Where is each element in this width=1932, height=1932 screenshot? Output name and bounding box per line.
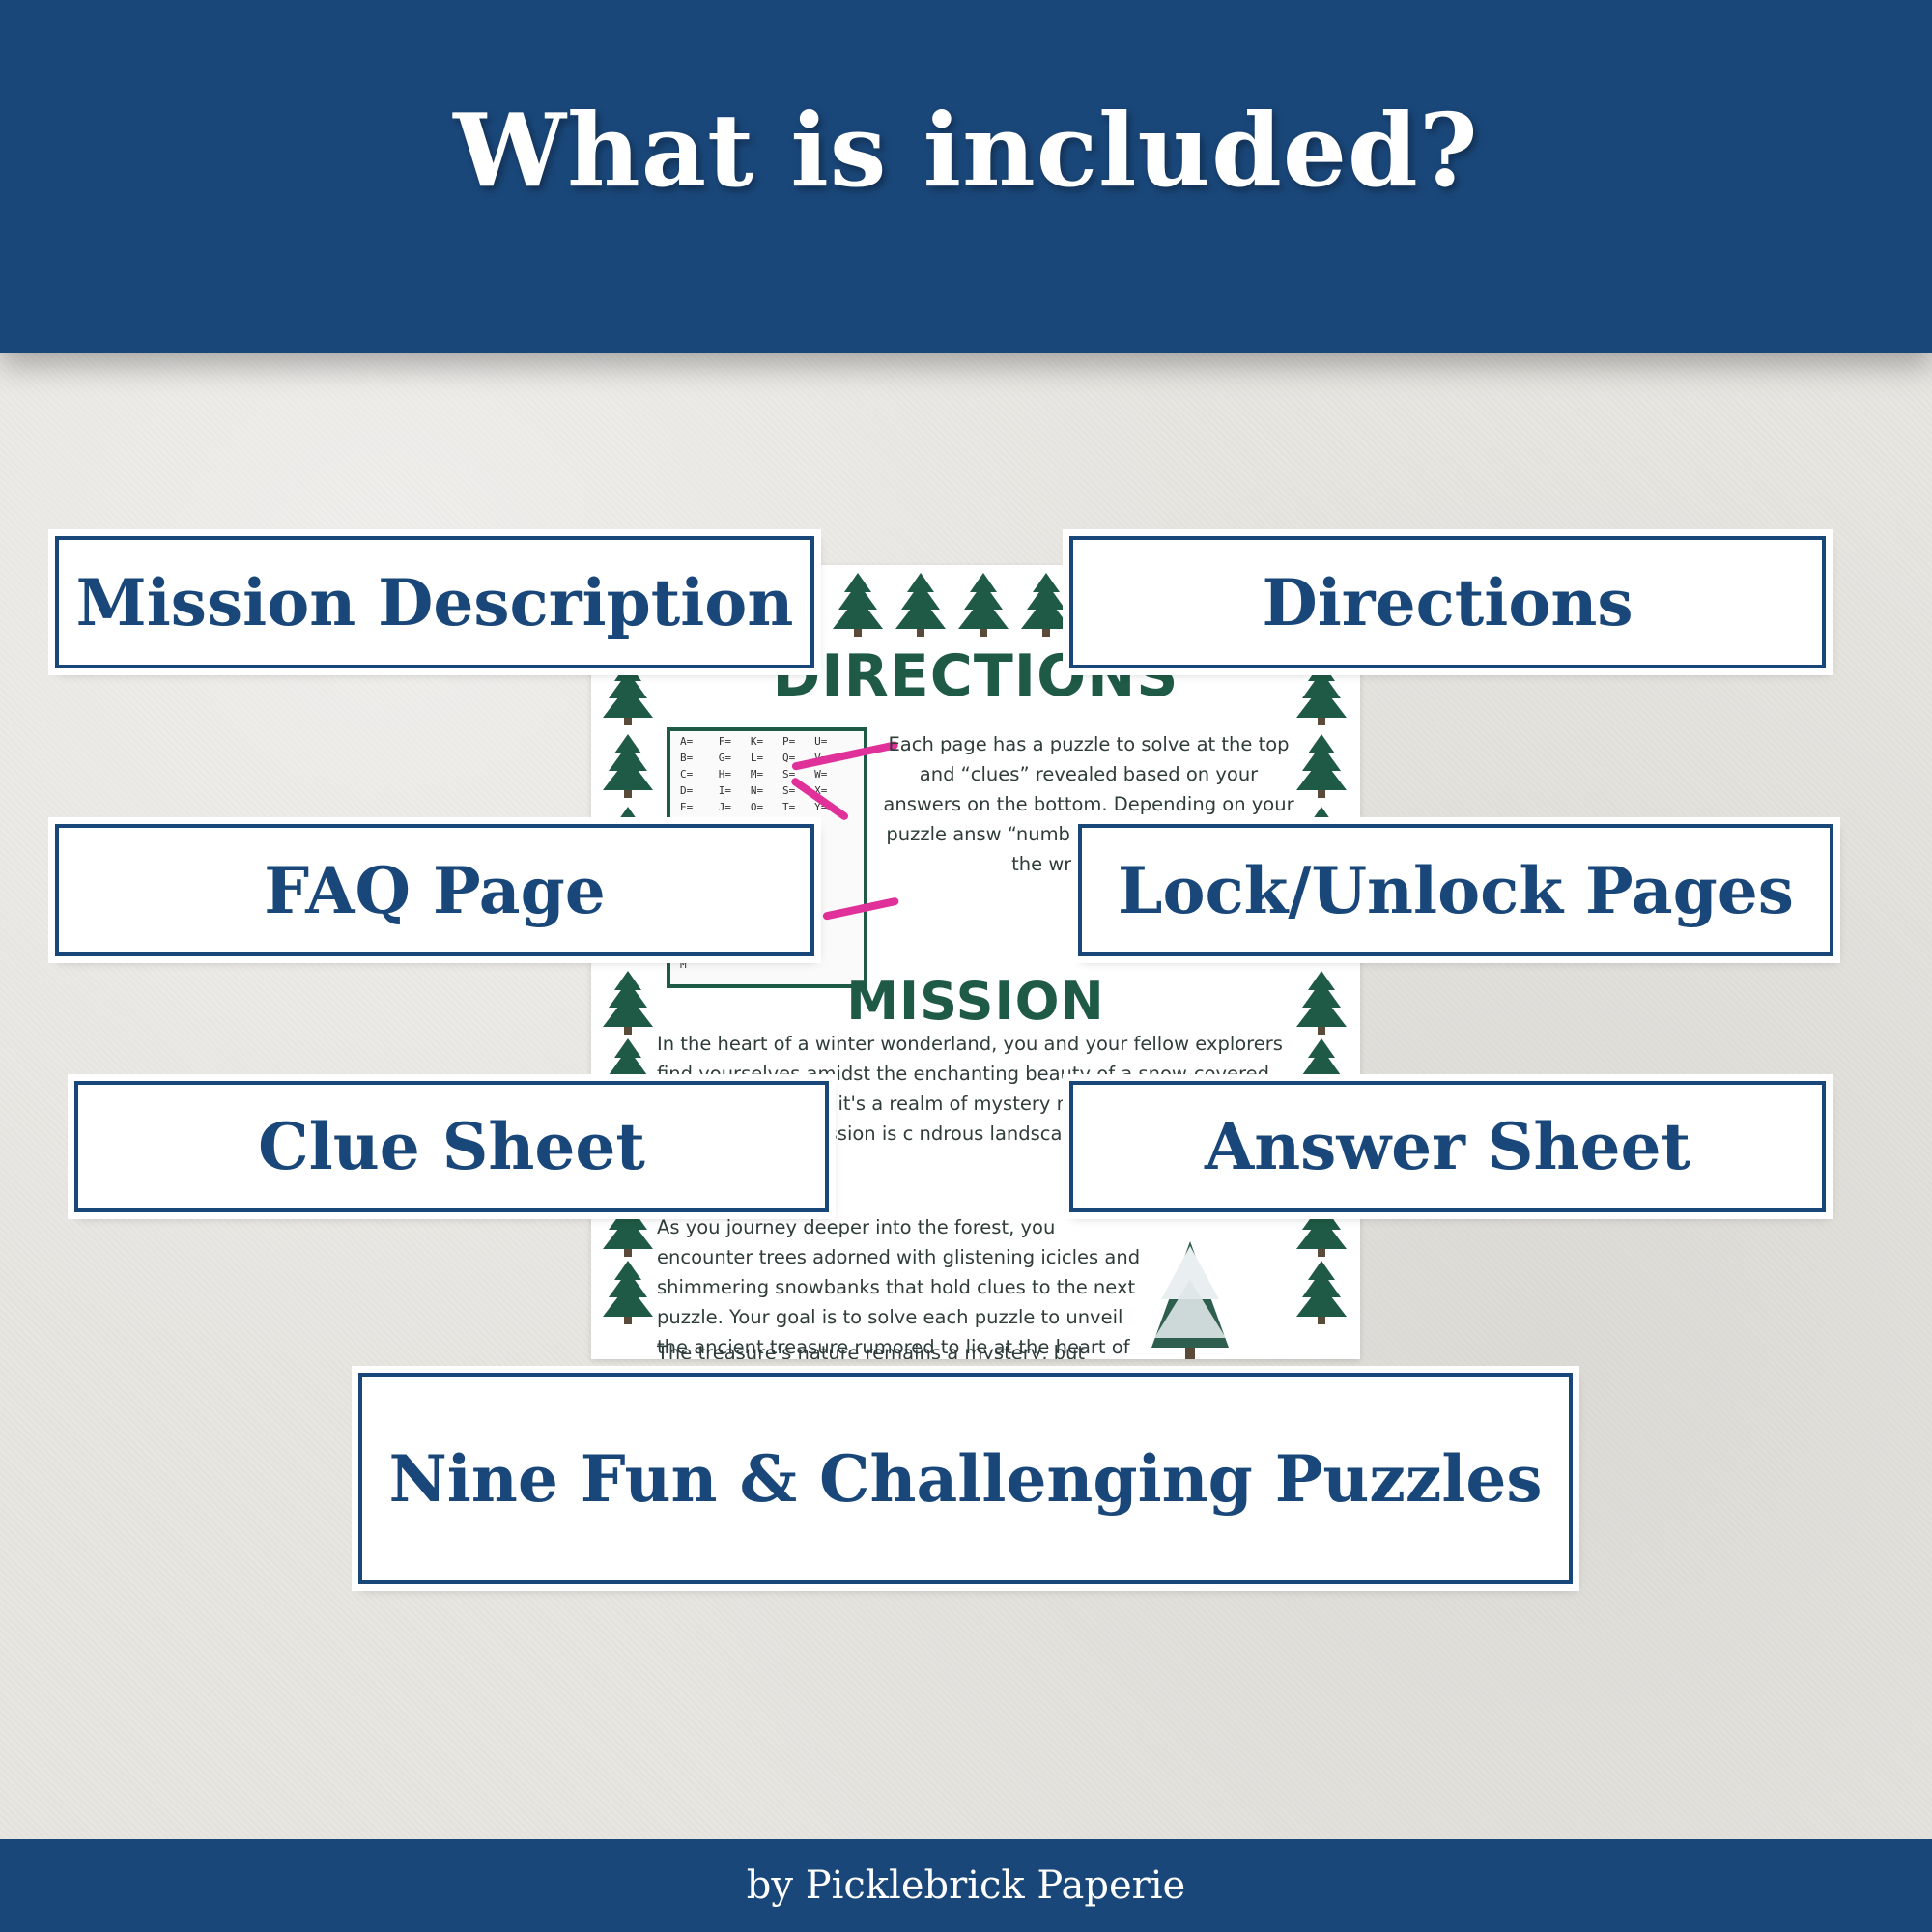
footer-credit: by Picklebrick Paperie — [746, 1863, 1186, 1908]
label-directions: Directions — [1069, 536, 1826, 668]
header-banner: What is included? — [0, 0, 1932, 353]
label-answer-sheet: Answer Sheet — [1069, 1081, 1826, 1212]
footer-banner: by Picklebrick Paperie — [0, 1839, 1932, 1932]
puzzle-row: M — [680, 958, 687, 971]
puzzle-row: C= H= M= S= W= — [680, 768, 828, 781]
page-title: What is included? — [453, 90, 1479, 210]
label-faq-page: FAQ Page — [55, 824, 814, 956]
puzzle-row: E= J= O= T= Y= — [680, 801, 828, 813]
puzzle-row: D= I= N= S= X= — [680, 784, 828, 797]
preview-mission-heading: MISSION — [846, 971, 1105, 1032]
label-clue-sheet: Clue Sheet — [74, 1081, 829, 1212]
snowy-tree-icon — [1137, 1241, 1243, 1359]
label-mission-description: Mission Description — [55, 536, 814, 668]
preview-mission-text: As you journey deeper into the forest, y… — [657, 1216, 1141, 1358]
preview-mission-text: The treasure's nature remains a mystery,… — [657, 1342, 1086, 1359]
label-puzzles: Nine Fun & Challenging Puzzles — [358, 1373, 1573, 1584]
puzzle-row: A= F= K= P= U= — [680, 735, 828, 748]
label-lock-unlock-pages: Lock/Unlock Pages — [1078, 824, 1833, 956]
product-preview-sheet: DIRECTIONS A= F= K= P= U= B= G= L= Q= V=… — [591, 565, 1360, 1359]
